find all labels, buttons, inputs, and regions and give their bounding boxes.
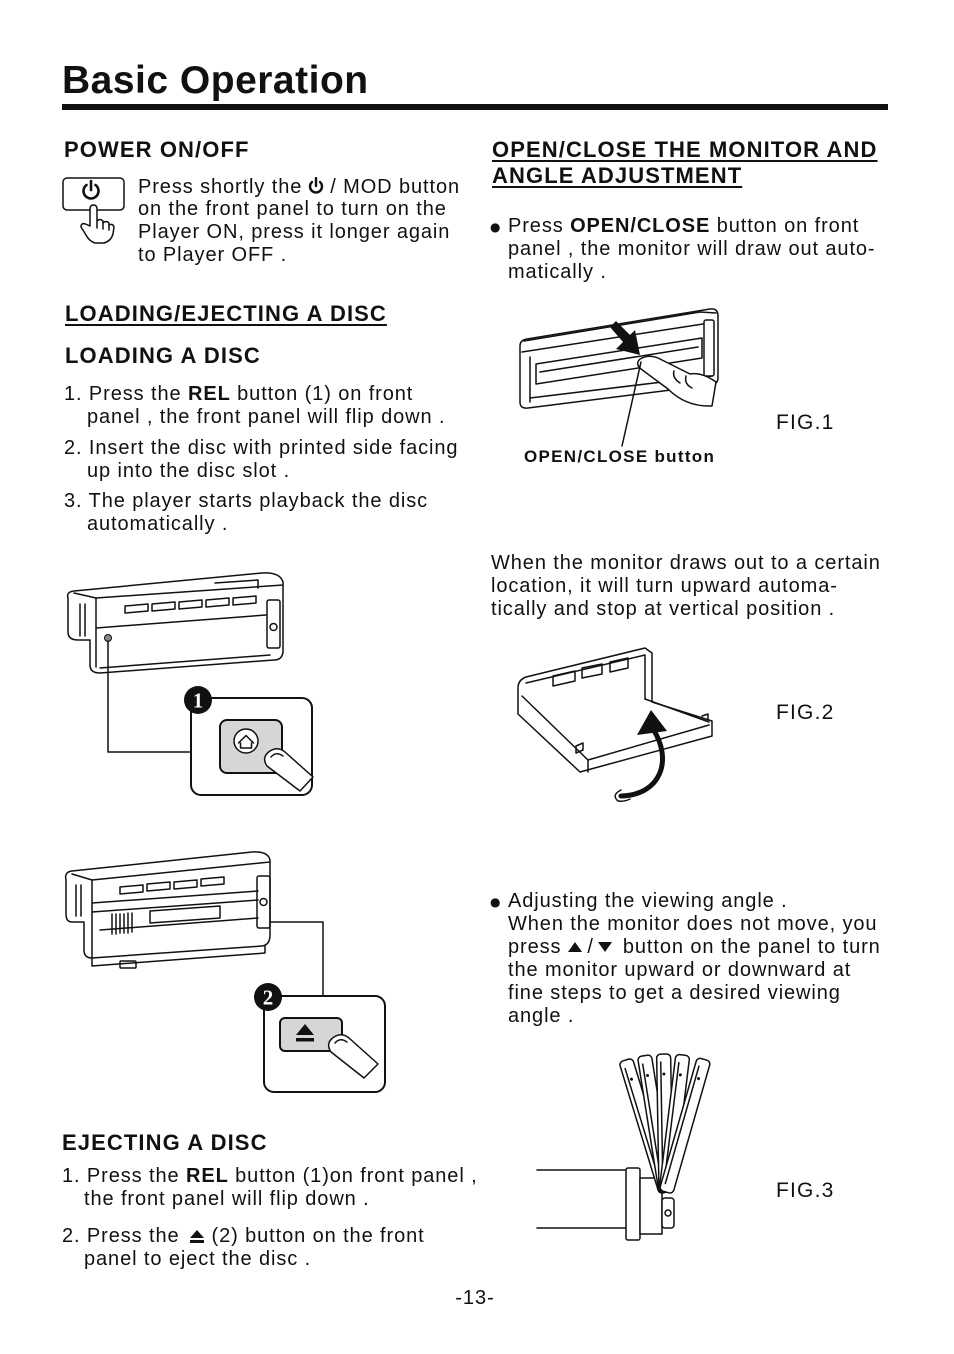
fig1-illustration bbox=[519, 308, 719, 447]
loading-step-1: 1. Press the REL button (1) on front bbox=[64, 384, 413, 404]
open-close-label: OPEN/CLOSE bbox=[570, 215, 711, 237]
loading-ejecting-heading: LOADING/EJECTING A DISC bbox=[65, 301, 387, 326]
angle-line-6: angle . bbox=[508, 1005, 575, 1027]
callout-number-1-badge bbox=[184, 686, 212, 714]
side-knob bbox=[256, 875, 271, 929]
monitor-heading-line-1: OPEN/CLOSE THE MONITOR AND bbox=[492, 137, 878, 162]
open-close-button-label: OPEN/CLOSE button bbox=[524, 447, 716, 466]
callout-number-2: 2 bbox=[263, 986, 274, 1010]
power-icon bbox=[309, 177, 324, 194]
fig2-illustration bbox=[517, 647, 713, 802]
callout-number-2-badge bbox=[254, 983, 282, 1011]
bullet-icon: ● bbox=[490, 895, 501, 909]
open-close-line-3: matically . bbox=[508, 261, 607, 283]
loading-step-2: 2. Insert the disc with printed side fac… bbox=[64, 437, 459, 459]
ejecting-step-2-cont: panel to eject the disc . bbox=[84, 1248, 312, 1270]
loading-step-3-cont: automatically . bbox=[87, 513, 229, 535]
draw-out-line-2: location, it will turn upward automa- bbox=[491, 575, 838, 597]
loading-step-2-cont: up into the disc slot . bbox=[87, 460, 291, 482]
power-text-before: Press shortly the bbox=[138, 176, 303, 198]
callout-leader-2 bbox=[269, 921, 324, 997]
title-rule bbox=[62, 104, 888, 110]
button-row bbox=[119, 876, 225, 895]
power-text-line-4: to Player OFF . bbox=[138, 244, 288, 266]
open-close-leader bbox=[621, 361, 642, 447]
side-panel-button bbox=[703, 319, 715, 377]
fig2-caption: FIG.2 bbox=[776, 701, 835, 724]
release-icon bbox=[237, 734, 255, 749]
rel-label: REL bbox=[187, 383, 231, 405]
angle-line-3: press / button on the panel to turn bbox=[508, 937, 881, 957]
rel-button-callout: 1 bbox=[184, 686, 314, 796]
fig1-caption: FIG.1 bbox=[776, 411, 835, 434]
bullet-icon: ● bbox=[490, 220, 501, 234]
ejecting-step-2: 2. Press the (2) button on the front bbox=[62, 1226, 425, 1246]
loading-step-1-after: button (1) on front bbox=[230, 383, 414, 405]
finger-icon bbox=[263, 748, 314, 792]
ejecting-step-1-before: 1. Press the bbox=[62, 1165, 186, 1187]
eject-icon bbox=[296, 1024, 314, 1042]
eject-icon bbox=[189, 1230, 204, 1243]
down-triangle-icon bbox=[597, 942, 612, 952]
ejecting-step-2-after: (2) button on the front bbox=[211, 1225, 425, 1247]
arrow-icon bbox=[610, 321, 640, 355]
side-knob bbox=[266, 599, 281, 649]
open-close-line-2: panel , the monitor will draw out auto- bbox=[508, 238, 876, 260]
page-number: -13- bbox=[455, 1287, 495, 1309]
front-panel-open-illustration bbox=[64, 851, 324, 997]
power-text-after: / MOD button bbox=[330, 176, 460, 198]
loading-step-1-before: 1. Press the bbox=[64, 383, 188, 405]
rel-label: REL bbox=[185, 1165, 229, 1187]
power-text-line-3: Player ON, press it longer again bbox=[138, 221, 451, 243]
finger-icon bbox=[327, 1034, 379, 1079]
loading-heading: LOADING A DISC bbox=[65, 343, 261, 368]
angle-press: press bbox=[508, 936, 562, 958]
fig3-illustration bbox=[536, 1053, 711, 1241]
callout-leader-1 bbox=[107, 640, 192, 753]
open-close-line-1: Press OPEN/CLOSE button on front bbox=[508, 216, 859, 236]
unit-foot bbox=[119, 960, 137, 969]
open-close-after: button on front bbox=[710, 215, 860, 237]
eject-button-callout: 2 bbox=[254, 983, 386, 1093]
curved-arrow-icon bbox=[614, 710, 667, 802]
draw-out-line-3: tically and stop at vertical position . bbox=[491, 598, 836, 620]
ejecting-step-1: 1. Press the REL button (1)on front pane… bbox=[62, 1166, 478, 1186]
power-heading: POWER ON/OFF bbox=[64, 137, 250, 162]
monitor-angle-positions bbox=[619, 1053, 711, 1194]
loading-step-1-cont: panel , the front panel will flip down . bbox=[87, 406, 446, 428]
button-row bbox=[124, 595, 257, 614]
angle-line-4: the monitor upward or downward at bbox=[508, 959, 852, 981]
open-close-before: Press bbox=[508, 215, 571, 237]
ejecting-step-1-after: button (1)on front panel , bbox=[228, 1165, 478, 1187]
power-text-line-2: on the front panel to turn on the bbox=[138, 198, 447, 220]
angle-line-5: fine steps to get a desired viewing bbox=[508, 982, 841, 1004]
callout-number-1: 1 bbox=[193, 689, 204, 713]
angle-line-2: When the monitor does not move, you bbox=[508, 913, 878, 935]
up-triangle-icon bbox=[568, 942, 583, 952]
ejecting-step-1-cont: the front panel will flip down . bbox=[84, 1188, 370, 1210]
ejecting-step-2-before: 2. Press the bbox=[62, 1225, 180, 1247]
angle-slash: / bbox=[587, 936, 594, 958]
angle-line-1: Adjusting the viewing angle . bbox=[508, 890, 788, 912]
page-title: Basic Operation bbox=[62, 59, 369, 102]
power-text-line-1: Press shortly the / MOD button bbox=[138, 177, 460, 197]
power-icon bbox=[82, 179, 100, 200]
angle-press-after: button on the panel to turn bbox=[622, 936, 881, 958]
fig3-caption: FIG.3 bbox=[776, 1179, 835, 1202]
ejecting-heading: EJECTING A DISC bbox=[62, 1130, 268, 1155]
monitor-heading-line-2: ANGLE ADJUSTMENT bbox=[492, 163, 743, 188]
power-button-illustration bbox=[62, 177, 125, 244]
loading-step-3: 3. The player starts playback the disc bbox=[64, 490, 428, 512]
front-panel-flip-illustration bbox=[66, 572, 284, 753]
draw-out-line-1: When the monitor draws out to a certain bbox=[491, 552, 881, 574]
